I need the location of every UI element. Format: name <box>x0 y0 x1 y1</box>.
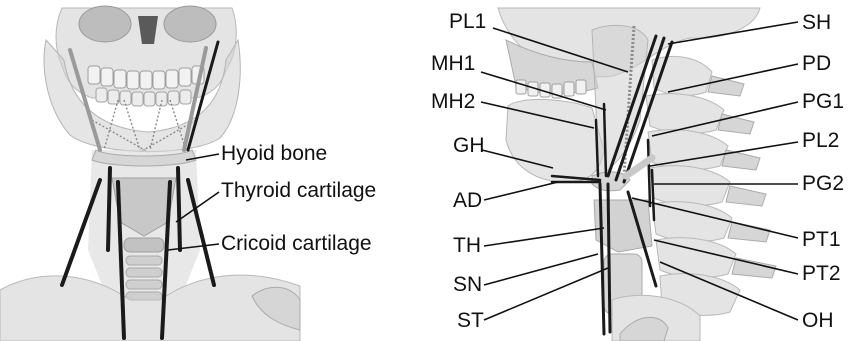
label-cricoid-cartilage: Cricoid cartilage <box>221 232 372 255</box>
label-TH: TH <box>453 234 481 257</box>
lateral-view-panel: PL1 MH1 MH2 GH AD TH SN ST SH PD PG1 PL2… <box>431 8 844 341</box>
label-ST: ST <box>457 309 484 332</box>
mandible-ramus <box>592 25 648 176</box>
label-PL2: PL2 <box>802 129 839 152</box>
right-orbit <box>164 6 216 42</box>
label-thyroid-cartilage: Thyroid cartilage <box>221 179 376 202</box>
label-hyoid-bone: Hyoid bone <box>221 142 327 165</box>
label-SN: SN <box>453 273 482 296</box>
label-PG1: PG1 <box>802 90 844 113</box>
left-orbit <box>79 6 131 42</box>
label-PD: PD <box>802 52 831 75</box>
label-PG2: PG2 <box>802 172 844 195</box>
frontal-view-panel: Hyoid bone Thyroid cartilage Cricoid car… <box>0 6 376 341</box>
label-AD: AD <box>453 189 482 212</box>
label-GH: GH <box>453 134 485 157</box>
label-PL1: PL1 <box>449 10 486 33</box>
label-PT1: PT1 <box>802 228 841 251</box>
label-MH2: MH2 <box>431 90 475 113</box>
label-MH1: MH1 <box>431 52 475 75</box>
cricoid-cartilage-shape <box>124 238 164 252</box>
label-OH: OH <box>802 309 834 332</box>
label-SH: SH <box>802 11 831 34</box>
label-PT2: PT2 <box>802 262 841 285</box>
